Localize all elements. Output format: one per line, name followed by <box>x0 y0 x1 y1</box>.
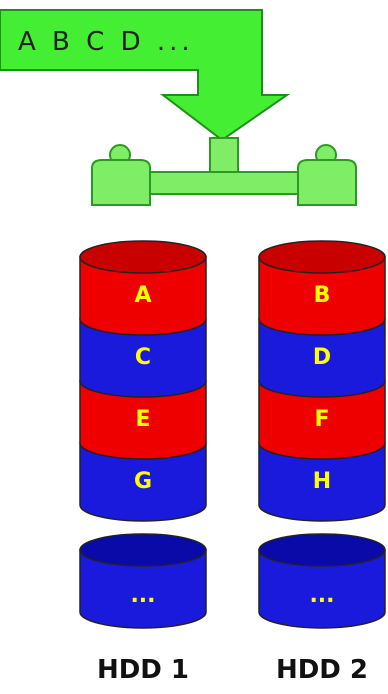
drive-name-label: HDD 1 <box>97 655 189 685</box>
input-arrow: A B C D ... <box>0 9 291 142</box>
stripe-segment-d <box>258 318 386 398</box>
stripe-segment-a <box>79 240 207 336</box>
input-data-label: A B C D ... <box>18 27 194 57</box>
stripe-segment-a-body <box>79 256 207 336</box>
stripe-label-h: H <box>313 469 331 494</box>
stripe-label-f: F <box>314 407 329 432</box>
stripe-label-g: G <box>134 469 152 494</box>
bus-splitter <box>91 137 357 206</box>
overflow-segment-2-body <box>258 549 386 629</box>
stripe-segment-c-body <box>79 318 207 398</box>
stripe-label-a: A <box>134 283 151 308</box>
stripe-label-d: D <box>313 345 331 370</box>
stripe-segment-c <box>79 318 207 398</box>
bus-bar <box>127 171 317 195</box>
stripe-segment-f <box>258 380 386 460</box>
stripe-segment-f-body <box>258 380 386 460</box>
overflow-segment-1-top <box>79 533 207 567</box>
stripe-segment-h-body <box>258 442 386 522</box>
drive-stack-2: B D F H... HDD 2 <box>258 240 386 685</box>
stripe-segment-d-body <box>258 318 386 398</box>
bus-left-port <box>91 159 151 206</box>
overflow-label: ... <box>130 583 155 608</box>
overflow-segment-2-top <box>258 533 386 567</box>
bus-center-connector <box>209 137 239 176</box>
overflow-segment-1-body <box>79 549 207 629</box>
overflow-label: ... <box>309 583 334 608</box>
input-arrow-shape <box>0 9 291 142</box>
stripe-segment-b-top <box>258 240 386 274</box>
stripe-label-b: B <box>314 283 331 308</box>
stripe-segment-g <box>79 442 207 522</box>
stripe-segment-b <box>258 240 386 336</box>
stripe-segment-e <box>79 380 207 460</box>
overflow-segment-2 <box>258 533 386 629</box>
drive-stack-1: A C E G... HDD 1 <box>79 240 207 685</box>
bus-right-port <box>297 159 357 206</box>
overflow-segment-1 <box>79 533 207 629</box>
stripe-label-c: C <box>135 345 151 370</box>
drive-name-label: HDD 2 <box>276 655 368 685</box>
stripe-segment-e-body <box>79 380 207 460</box>
stripe-label-e: E <box>135 407 150 432</box>
stripe-segment-g-body <box>79 442 207 522</box>
stripe-segment-b-body <box>258 256 386 336</box>
stripe-segment-h <box>258 442 386 522</box>
stripe-segment-a-top <box>79 240 207 274</box>
drive-stacks: A C E G... HDD 1 B D F H... HDD 2 <box>79 240 386 685</box>
